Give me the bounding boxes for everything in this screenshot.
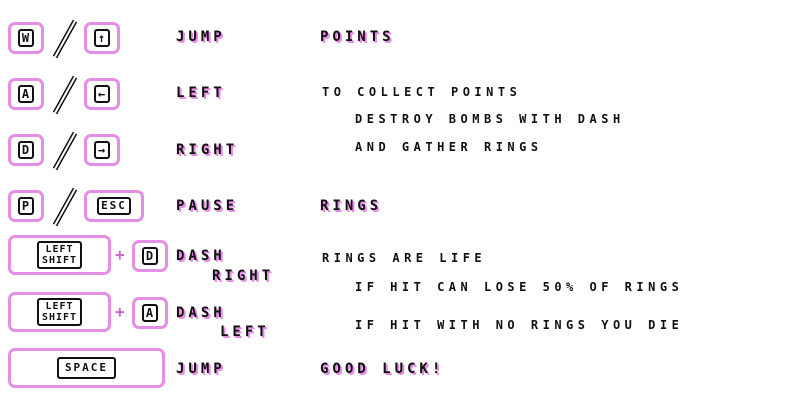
rings-line3: IF HIT WITH NO RINGS YOU DIE <box>355 318 684 332</box>
key-d: D <box>8 134 44 166</box>
action-dash: DASH <box>176 248 226 264</box>
left-arrow-icon: ← <box>93 85 111 103</box>
slash-icon <box>52 19 78 59</box>
rings-line2: IF HIT CAN LOSE 50% OF RINGS <box>355 280 684 294</box>
key-d-combo: D <box>132 240 168 272</box>
key-d-combo-label: D <box>141 247 159 265</box>
key-space-label: SPACE <box>56 357 117 379</box>
rings-line1: RINGS ARE LIFE <box>322 251 487 265</box>
action-dash-right: RIGHT <box>212 268 275 284</box>
action-jump: JUMP <box>176 29 226 45</box>
points-heading: POINTS <box>320 29 395 45</box>
key-esc: ESC <box>84 190 144 222</box>
key-a: A <box>8 78 44 110</box>
key-left-shift-line1: LEFT <box>45 301 74 312</box>
key-d-label: D <box>17 141 35 159</box>
key-a-combo: A <box>132 297 168 329</box>
good-luck-text: GOOD LUCK! <box>320 361 445 377</box>
action-left: LEFT <box>176 85 226 101</box>
key-p-label: P <box>17 197 35 215</box>
key-right-arrow: → <box>84 134 120 166</box>
key-a-label: A <box>17 85 35 103</box>
slash-icon <box>52 75 78 115</box>
plus-sign: + <box>115 302 125 321</box>
plus-sign: + <box>115 245 125 264</box>
rings-heading: RINGS <box>320 198 383 214</box>
up-arrow-icon: ↑ <box>93 29 111 47</box>
points-line3: AND GATHER RINGS <box>355 140 543 154</box>
key-esc-label: ESC <box>97 197 131 215</box>
key-space: SPACE <box>8 348 165 388</box>
key-left-shift-line2: SHIFT <box>41 255 78 266</box>
points-line1: TO COLLECT POINTS <box>322 85 522 99</box>
key-w: W <box>8 22 44 54</box>
key-left-shift-line1: LEFT <box>45 244 74 255</box>
key-p: P <box>8 190 44 222</box>
action-jump-space: JUMP <box>176 361 226 377</box>
key-left-shift-line2: SHIFT <box>41 312 78 323</box>
action-dash-left: LEFT <box>220 324 270 340</box>
slash-icon <box>52 187 78 227</box>
action-right: RIGHT <box>176 142 239 158</box>
slash-icon <box>52 131 78 171</box>
action-pause: PAUSE <box>176 198 239 214</box>
right-arrow-icon: → <box>93 141 111 159</box>
points-line2: DESTROY BOMBS WITH DASH <box>355 112 625 126</box>
key-w-label: W <box>17 29 35 47</box>
key-up-arrow: ↑ <box>84 22 120 54</box>
key-left-arrow: ← <box>84 78 120 110</box>
key-a-combo-label: A <box>141 304 159 322</box>
action-dash: DASH <box>176 305 226 321</box>
